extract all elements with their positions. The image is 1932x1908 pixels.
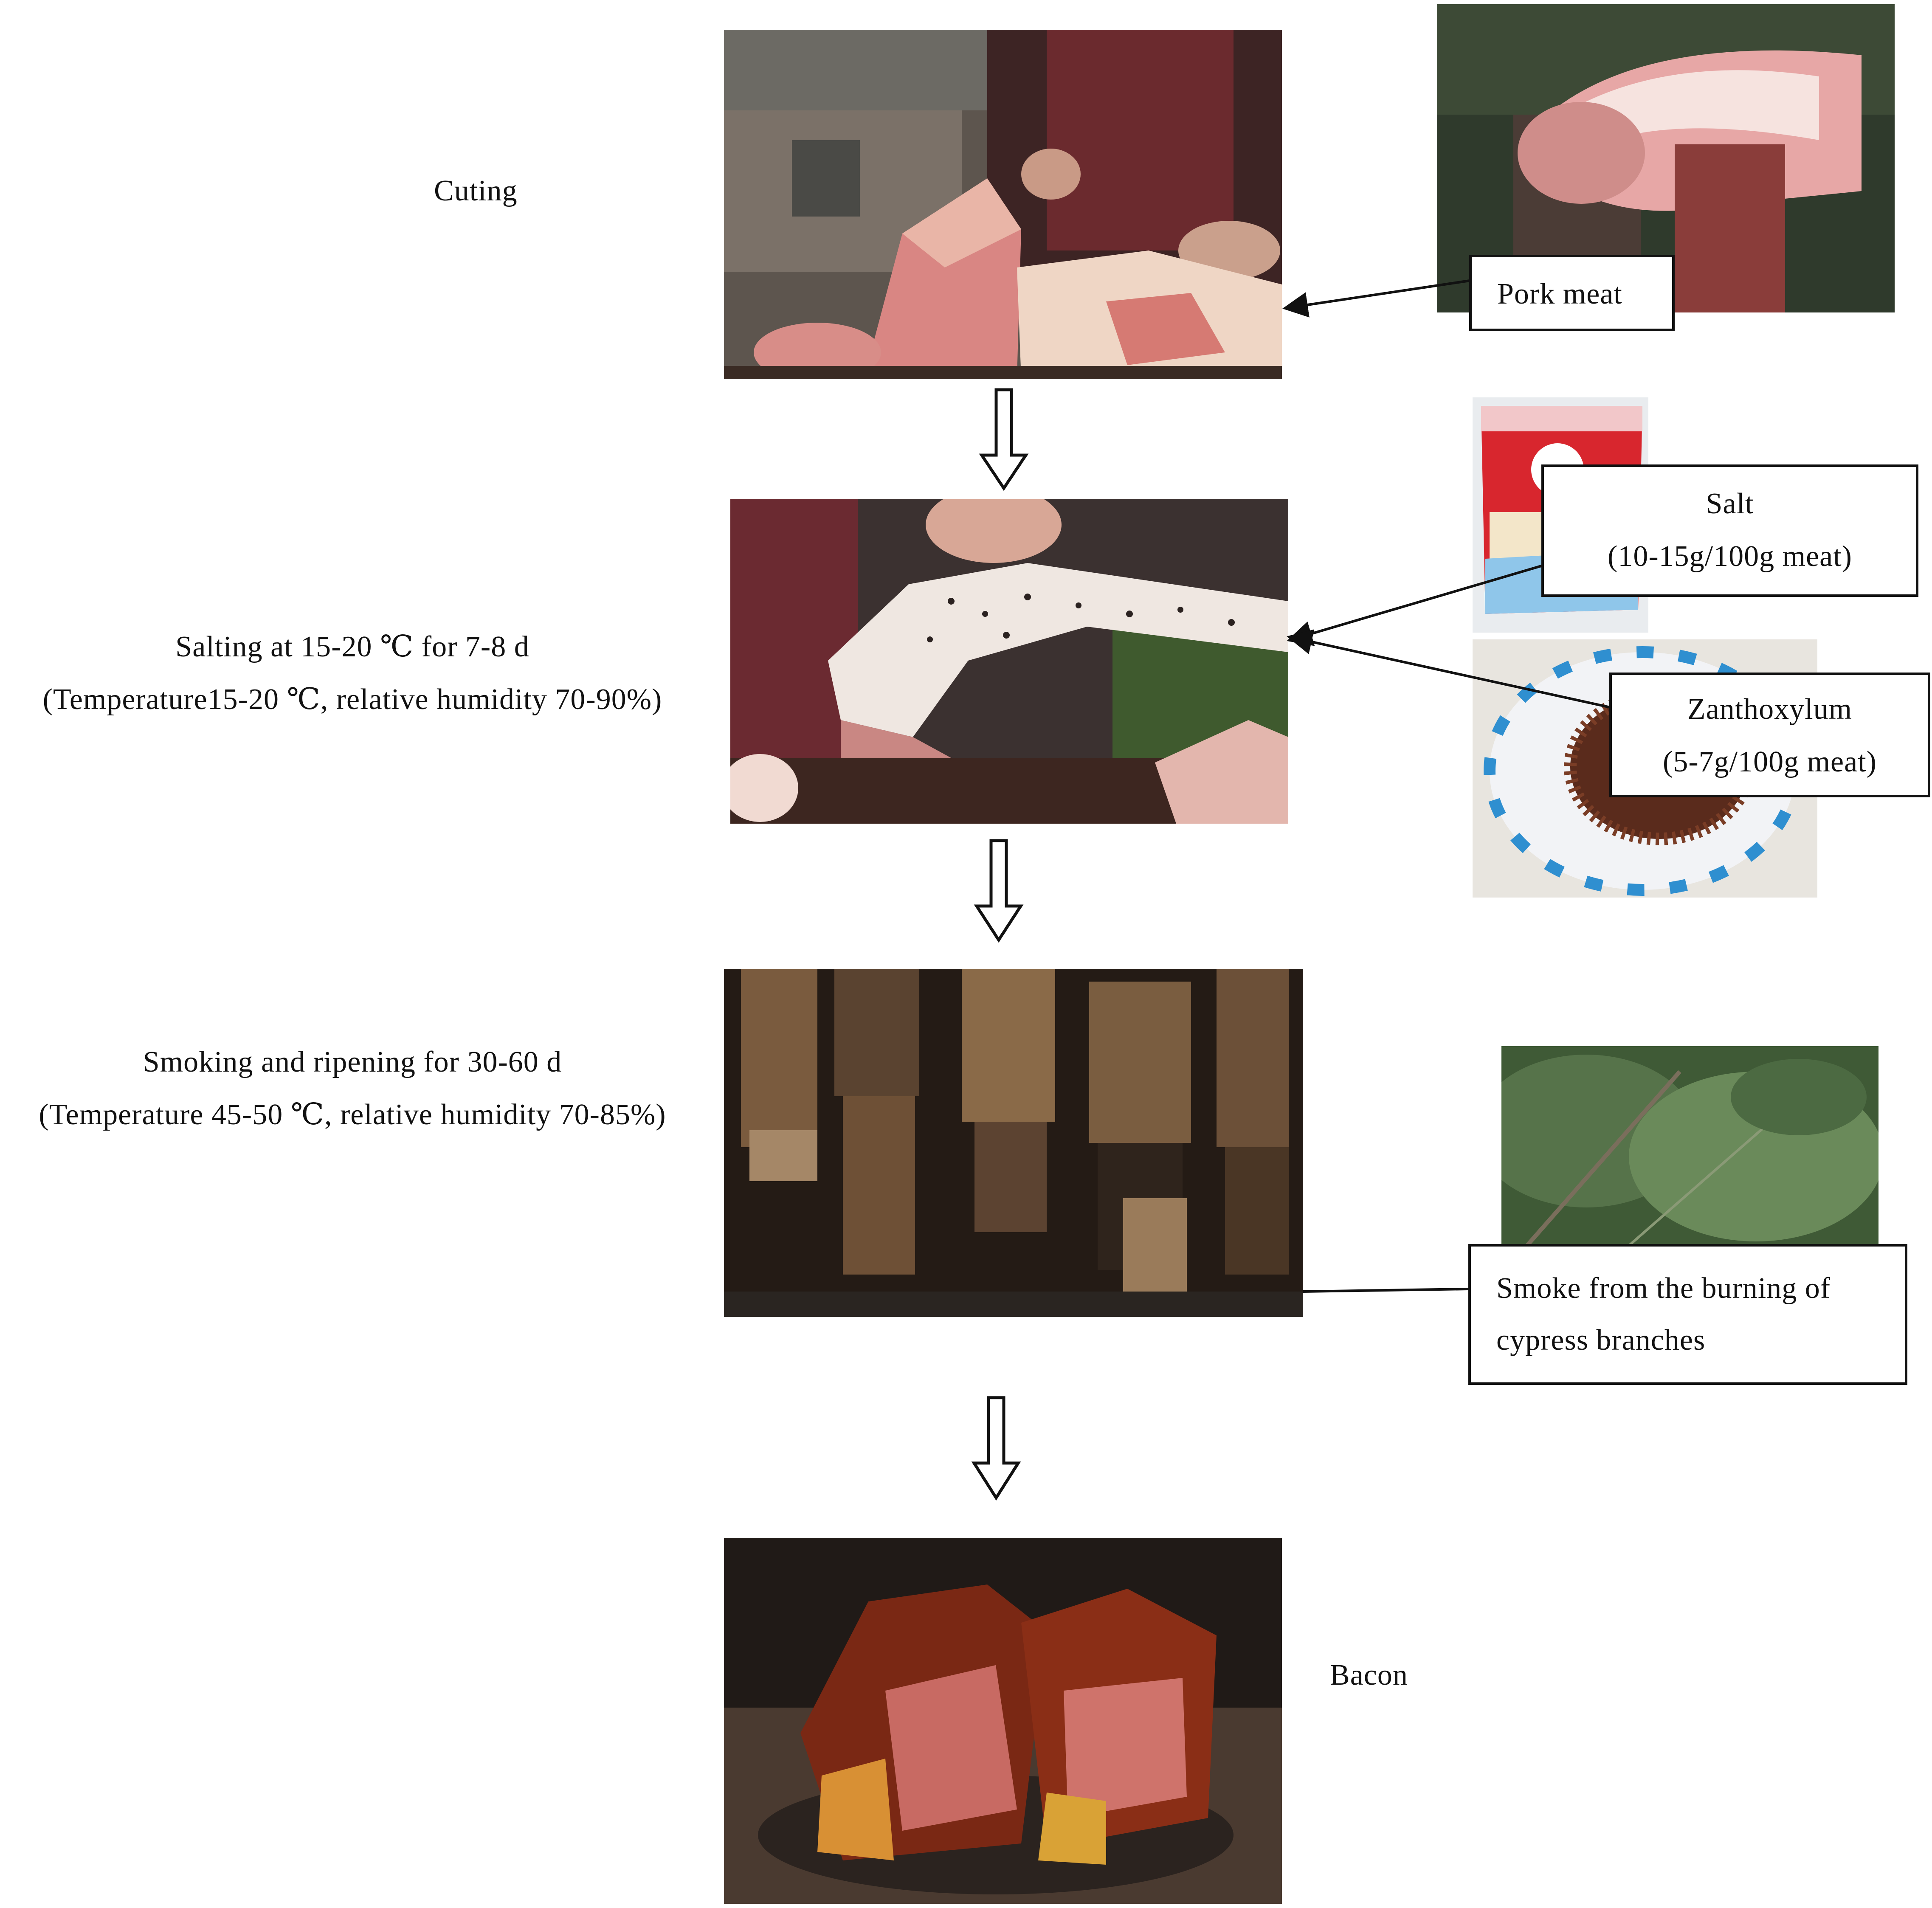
- zanthoxylum-box: Zanthoxylum (5-7g/100g meat): [1609, 673, 1930, 797]
- step-cutting-label: Cuting: [434, 174, 518, 207]
- zanthoxylum-to-salting-arrow: [1287, 629, 1618, 710]
- smoke-label-line2: cypress branches: [1496, 1324, 1706, 1356]
- cutting-photo: [724, 30, 1282, 379]
- smoking-photo: [724, 969, 1303, 1317]
- salt-label-line1: Salt: [1706, 487, 1754, 520]
- cypress-photo: [1501, 1046, 1878, 1246]
- down-arrow-2: [974, 839, 1024, 943]
- down-arrow-3: [971, 1396, 1021, 1501]
- zanthoxylum-label-line2: (5-7g/100g meat): [1663, 746, 1877, 778]
- smoke-to-smoking-line: [1302, 1288, 1469, 1293]
- step-salting-line2: (Temperature15-20 ℃, relative humidity 7…: [42, 683, 662, 716]
- salt-box: Salt (10-15g/100g meat): [1541, 464, 1918, 597]
- salt-to-salting-arrow: [1287, 563, 1546, 646]
- step-smoking-line1: Smoking and ripening for 30-60 d: [143, 1046, 562, 1078]
- salt-label-line2: (10-15g/100g meat): [1608, 540, 1852, 573]
- step-bacon-label: Bacon: [1330, 1659, 1408, 1691]
- bacon-photo: [724, 1538, 1282, 1904]
- pork-to-cutting-arrow: [1282, 279, 1473, 318]
- pork-meat-box: Pork meat: [1469, 255, 1675, 331]
- smoke-label-line1: Smoke from the burning of: [1496, 1272, 1831, 1305]
- down-arrow-1: [979, 388, 1029, 491]
- salting-photo: [730, 499, 1288, 824]
- step-smoking-line2: (Temperature 45-50 ℃, relative humidity …: [39, 1098, 666, 1131]
- step-smoking-label: Smoking and ripening for 30-60 d (Temper…: [0, 1036, 705, 1141]
- pork-meat-label: Pork meat: [1497, 278, 1622, 310]
- smoke-box: Smoke from the burning of cypress branch…: [1468, 1244, 1907, 1385]
- zanthoxylum-label-line1: Zanthoxylum: [1687, 693, 1853, 726]
- step-salting-line1: Salting at 15-20 ℃ for 7-8 d: [175, 630, 529, 663]
- step-salting-label: Salting at 15-20 ℃ for 7-8 d (Temperatur…: [0, 621, 705, 726]
